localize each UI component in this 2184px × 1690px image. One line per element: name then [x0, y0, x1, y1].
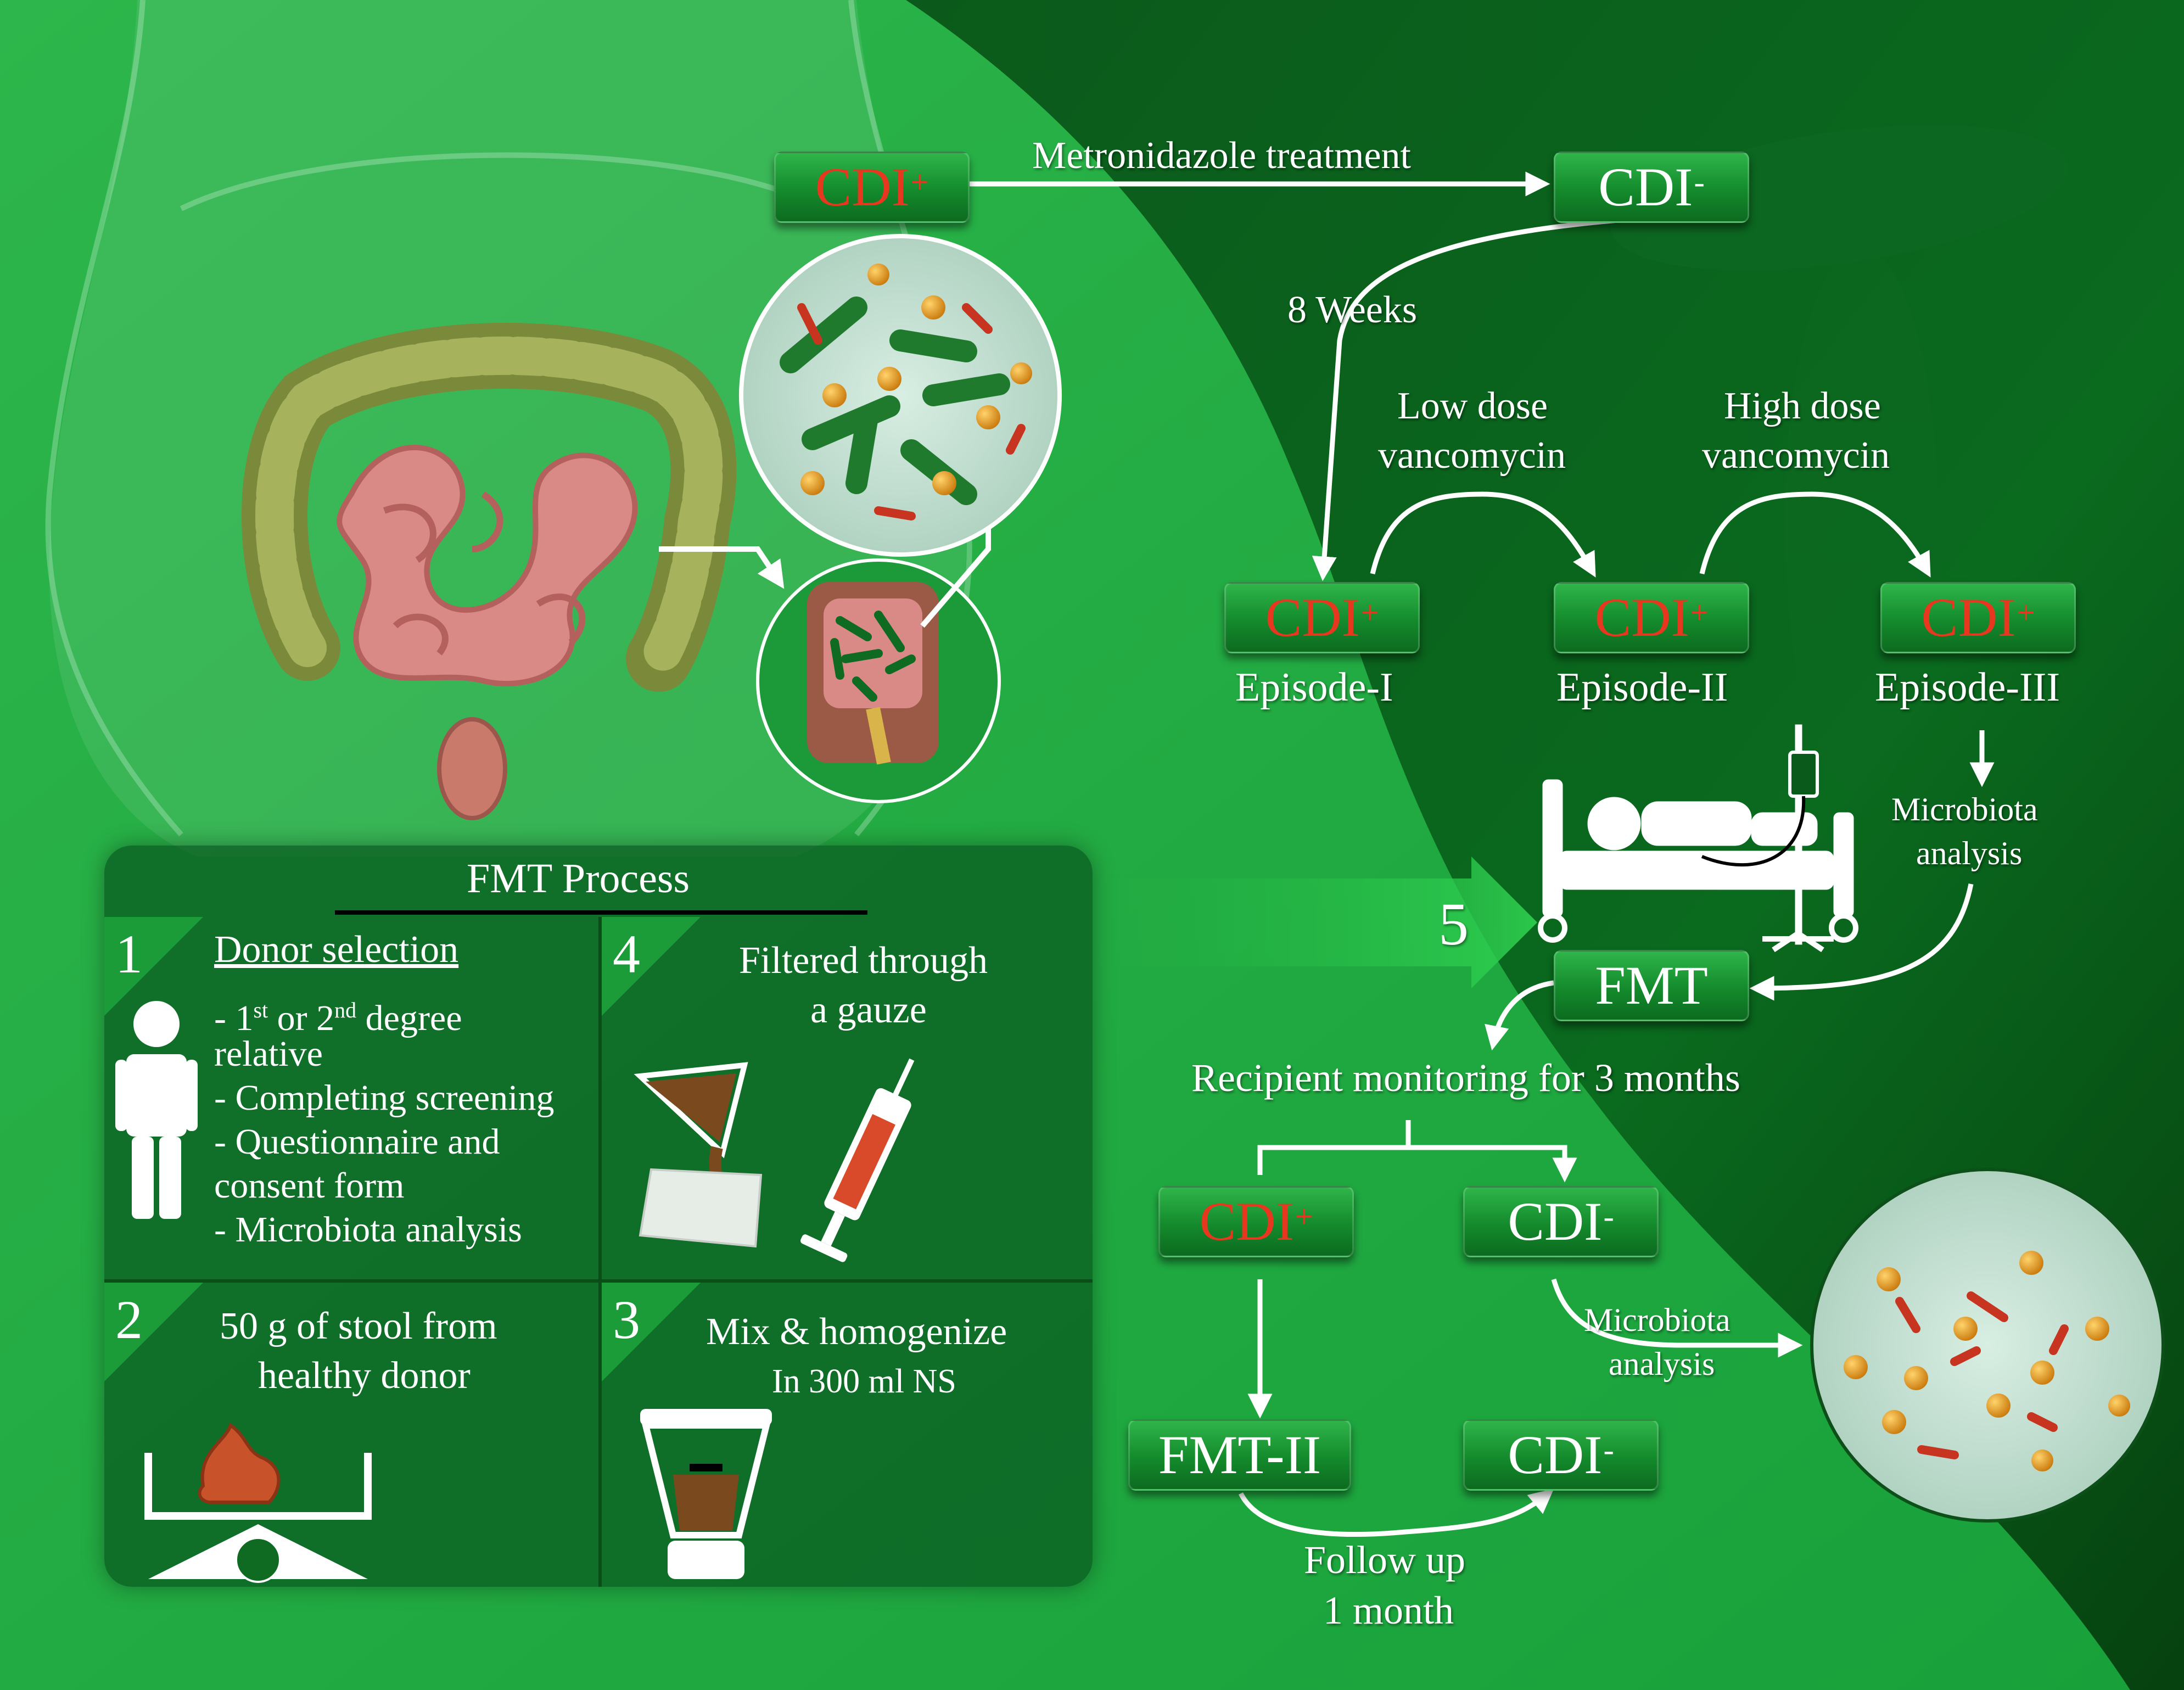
microbiota2-line2: analysis	[1609, 1346, 1715, 1382]
episode2-sup: +	[1690, 594, 1709, 630]
step4-cell: 4 Filtered through a gauze	[602, 917, 1093, 1279]
episode2-node: CDI+	[1554, 582, 1749, 653]
fmt2-text: FMT-II	[1158, 1424, 1321, 1485]
fmt2-node: FMT-II	[1128, 1419, 1351, 1491]
microbiota1-line1: Microbiota	[1891, 791, 2038, 827]
fmt-process-panel: FMT Process 1 Donor selection - 1st or 2…	[104, 846, 1093, 1587]
step2-line2: healthy donor	[258, 1355, 471, 1397]
metronidazole-label: Metronidazole treatment	[1032, 135, 1411, 177]
fmt-text: FMT	[1595, 955, 1708, 1016]
step3-cell: 3 Mix & homogenize In 300 ml NS	[602, 1283, 1093, 1587]
outcome-neg-sup: -	[1603, 1198, 1614, 1234]
episode3-node: CDI+	[1880, 582, 2076, 653]
episode3-sup: +	[2017, 594, 2035, 630]
high-dose-line1: High dose	[1724, 385, 1881, 427]
outcome-pos-sup: +	[1295, 1198, 1313, 1234]
cdi-negative-node: CDI-	[1554, 152, 1749, 223]
colon-zoom-circle	[756, 558, 1001, 803]
step3-corner	[602, 1283, 701, 1381]
step4-number: 4	[613, 924, 640, 984]
step1-heading: Donor selection	[214, 928, 459, 971]
episode3-label: Episode-III	[1875, 665, 2060, 710]
low-dose-line1: Low dose	[1397, 385, 1548, 427]
step1-item3-line1: - Questionnaire and	[214, 1122, 500, 1162]
episode1-node: CDI+	[1224, 582, 1420, 653]
step5-number: 5	[1438, 891, 1469, 958]
step3-line2: In 300 ml NS	[772, 1363, 956, 1400]
step2-cell: 2 50 g of stool from healthy donor	[104, 1283, 598, 1587]
title-underline	[335, 910, 867, 915]
step2-number: 2	[115, 1289, 143, 1350]
step1-item1-sup2: nd	[334, 998, 357, 1022]
blender-icon	[640, 1409, 772, 1579]
outcome-pos-text: CDI	[1199, 1191, 1294, 1252]
step1-item4: - Microbiota analysis	[214, 1210, 522, 1250]
panel-divider-vertical	[598, 917, 602, 1587]
flow-arrows	[966, 171, 1995, 1537]
cdi-neg-sup: -	[1694, 164, 1705, 200]
step2-line1: 50 g of stool from	[220, 1305, 497, 1347]
step3-line1: Mix & homogenize	[706, 1311, 1007, 1353]
step1-cell: 1 Donor selection - 1st or 2nd degree re…	[104, 917, 598, 1279]
dysbiosis-bacteria-circle	[739, 234, 1062, 557]
donor-person-icon	[115, 1001, 198, 1219]
step1-item2: - Completing screening	[214, 1078, 555, 1118]
start-cdi-positive-node: CDI+	[774, 152, 970, 223]
monitoring-label: Recipient monitoring for 3 months	[1191, 1056, 1740, 1100]
step1-item1-pre: - 1	[214, 998, 254, 1038]
low-dose-line2: vancomycin	[1378, 434, 1566, 477]
episode3-cdi-text: CDI	[1921, 587, 2016, 648]
cdi-neg-text: CDI	[1598, 156, 1693, 217]
step1-item1-mid: or 2	[268, 998, 335, 1038]
high-dose-line2: vancomycin	[1702, 434, 1890, 477]
stool-scale-icon	[144, 1423, 372, 1583]
hospital-bed-icon	[1538, 724, 1858, 953]
step1-item3-line2: consent form	[214, 1166, 405, 1206]
step1-item1-line2: relative	[214, 1034, 323, 1074]
microbiota1-line2: analysis	[1916, 835, 2023, 871]
start-cdi-text: CDI	[815, 156, 910, 217]
final-cdi-negative-node: CDI-	[1463, 1419, 1659, 1491]
followup-line1: Follow up	[1304, 1538, 1466, 1582]
followup-line2: 1 month	[1323, 1588, 1454, 1632]
weeks-label: 8 Weeks	[1287, 289, 1418, 331]
final-neg-text: CDI	[1508, 1424, 1603, 1485]
step1-corner	[104, 917, 203, 1016]
step1-item1: - 1st or 2nd degree	[214, 988, 462, 1040]
step1-item1-post: degree	[356, 998, 462, 1038]
outcome-positive-node: CDI+	[1158, 1186, 1354, 1257]
step4-line2: a gauze	[810, 989, 927, 1031]
fmt-process-title: FMT Process	[467, 855, 690, 902]
healthy-microbiota-circle	[1810, 1168, 2165, 1523]
step3-number: 3	[613, 1289, 640, 1350]
episode1-label: Episode-I	[1235, 665, 1393, 710]
outcome-negative-node: CDI-	[1463, 1186, 1659, 1257]
step2-corner	[104, 1283, 203, 1381]
episode1-cdi-text: CDI	[1265, 587, 1360, 648]
episode2-label: Episode-II	[1556, 665, 1728, 710]
episode2-cdi-text: CDI	[1594, 587, 1689, 648]
step4-corner	[602, 917, 701, 1016]
filter-syringe-icon	[634, 1058, 915, 1262]
microbiota2-line1: Microbiota	[1584, 1302, 1731, 1338]
final-neg-sup: -	[1603, 1431, 1614, 1468]
episode1-sup: +	[1360, 594, 1379, 630]
outcome-neg-text: CDI	[1508, 1191, 1603, 1252]
step4-line1: Filtered through	[739, 939, 988, 982]
step1-number: 1	[115, 924, 143, 984]
step1-item1-sup1: st	[253, 998, 268, 1022]
fmt-node: FMT	[1554, 950, 1749, 1021]
start-cdi-sup: +	[910, 164, 929, 200]
